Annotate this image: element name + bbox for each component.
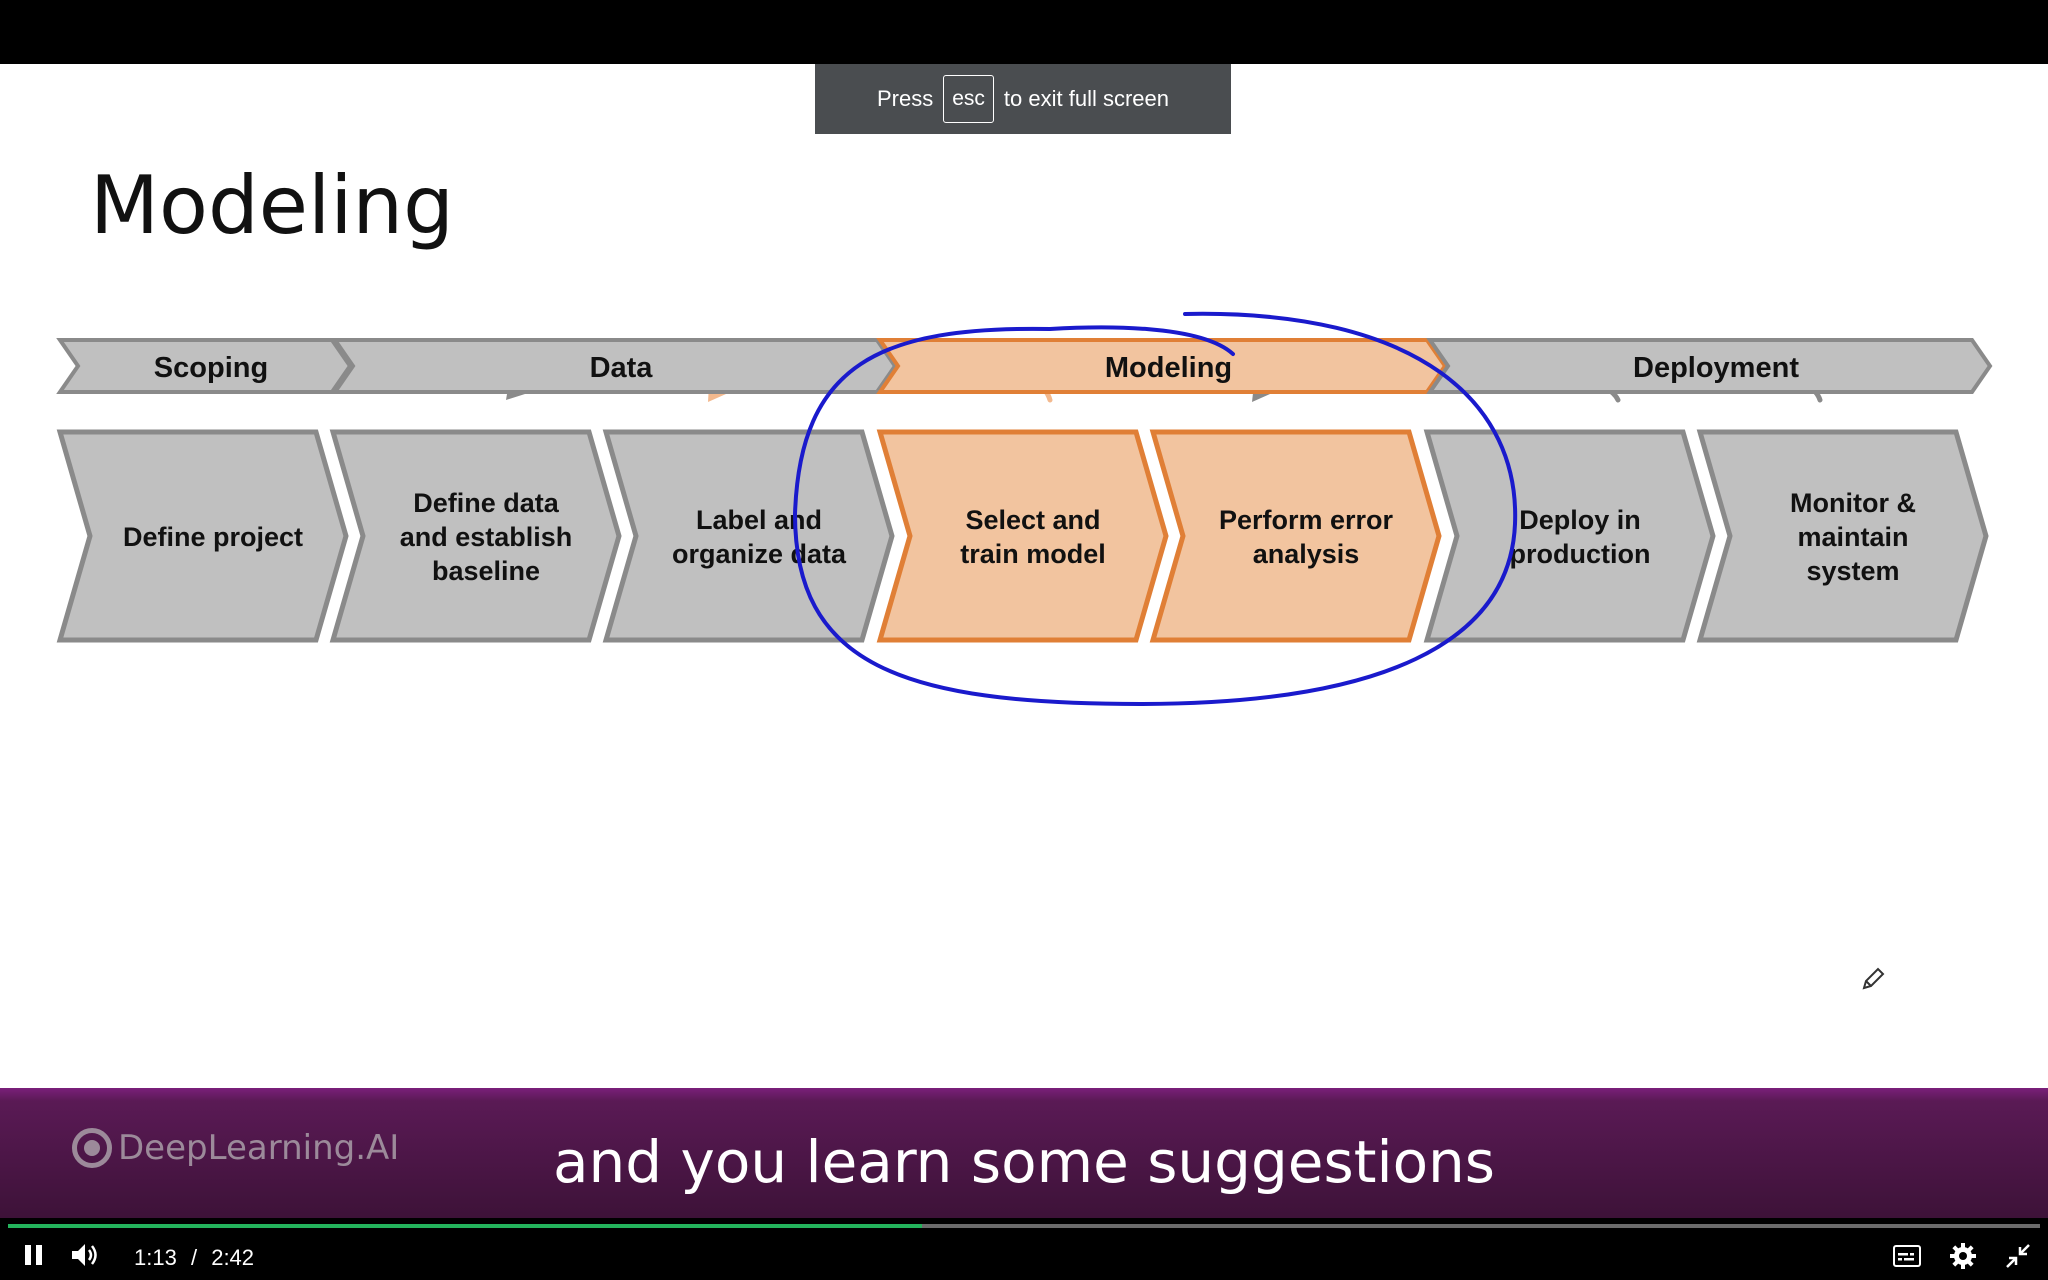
duration: 2:42	[211, 1245, 255, 1270]
step-label: Deploy in	[1519, 505, 1641, 535]
step-label: Define data	[413, 488, 560, 518]
captions-icon[interactable]	[1892, 1244, 1922, 1268]
caption-banner	[0, 1088, 2048, 1218]
top-black-bar	[0, 0, 2048, 64]
step-label: analysis	[1253, 539, 1360, 569]
step-chevron	[56, 429, 349, 643]
phase-chevron	[56, 338, 353, 394]
progress-bar[interactable]	[8, 1224, 2040, 1228]
ink-annotation	[792, 311, 1518, 707]
time-separator: /	[190, 1245, 198, 1270]
step-label: Label and	[696, 505, 822, 535]
volume-icon[interactable]	[70, 1241, 100, 1269]
brand-logo: DeepLearning.AI	[72, 1128, 399, 1168]
step-label: Perform error	[1219, 505, 1394, 535]
phase-label: Modeling	[1105, 352, 1232, 384]
phase-row: Scoping Data Modeling Deployment	[56, 338, 1993, 394]
progress-fill	[8, 1224, 923, 1228]
step-label: organize data	[672, 539, 847, 569]
step-label: production	[1510, 539, 1651, 569]
step-label: Monitor &	[1790, 488, 1916, 518]
step-row: Define project Define data and establish ba…	[56, 429, 1989, 643]
step-chevron	[602, 429, 895, 643]
settings-gear-icon[interactable]	[1949, 1242, 1977, 1270]
ml-lifecycle-diagram: Scoping Data Modeling Deployment Define pro…	[56, 311, 1993, 707]
phase-label: Deployment	[1633, 352, 1799, 384]
step-label: baseline	[432, 556, 540, 586]
pause-icon[interactable]	[22, 1243, 46, 1267]
step-chevron	[876, 429, 1169, 643]
time-display: 1:13 / 2:42	[134, 1245, 254, 1271]
brand-name: DeepLearning.AI	[118, 1128, 400, 1168]
step-label: system	[1806, 556, 1899, 586]
step-chevron	[1149, 429, 1442, 643]
exit-fullscreen-toast: Press esc to exit full screen	[815, 64, 1231, 134]
slide-title: Modeling	[90, 159, 454, 252]
step-chevron	[1423, 429, 1716, 643]
exit-fullscreen-icon[interactable]	[2004, 1242, 2032, 1270]
phase-chevron	[331, 338, 898, 394]
deeplearning-logo-icon	[72, 1128, 112, 1168]
ink-circle	[792, 311, 1518, 707]
step-label: maintain	[1797, 522, 1908, 552]
step-chevron	[1696, 429, 1989, 643]
pencil-icon[interactable]	[1858, 964, 1888, 994]
step-label: Select and	[965, 505, 1100, 535]
phase-chevron	[876, 338, 1448, 394]
step-chevron	[329, 429, 622, 643]
current-time: 1:13	[134, 1245, 177, 1270]
phase-chevron	[1426, 338, 1993, 394]
toast-suffix: to exit full screen	[1003, 86, 1169, 111]
step-label: train model	[960, 539, 1106, 569]
subtitle-caption: and you learn some suggestions	[552, 1128, 1496, 1196]
toast-prefix: Press	[876, 86, 934, 111]
phase-label: Scoping	[154, 352, 268, 384]
phase-label: Data	[590, 352, 654, 384]
step-label: Define project	[123, 522, 303, 552]
player-controls	[0, 1228, 2048, 1280]
step-label: and establish	[400, 522, 573, 552]
esc-key-hint: esc	[943, 75, 994, 123]
